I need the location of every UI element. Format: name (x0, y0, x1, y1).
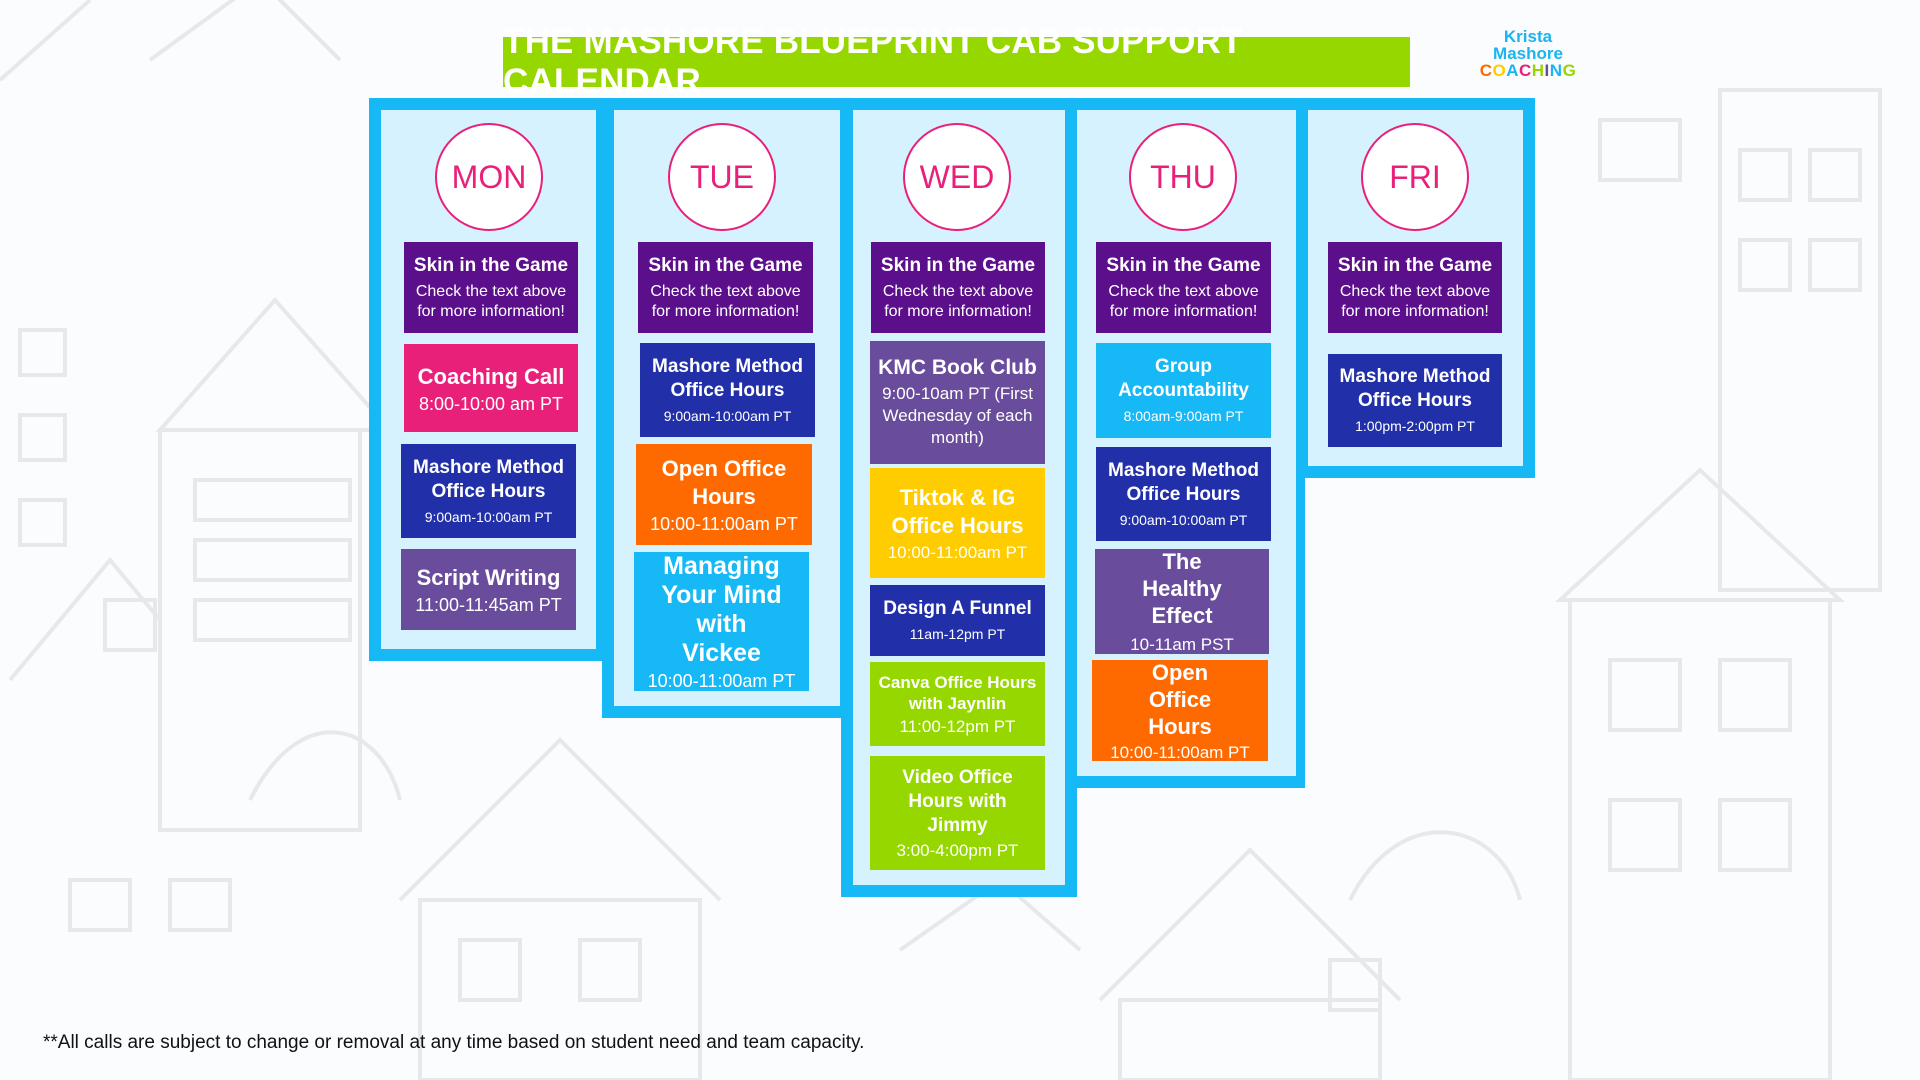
event-title: Skin in the Game (1337, 254, 1493, 276)
logo-letter: C (1518, 61, 1532, 80)
event-title: Script Writing (416, 565, 561, 590)
event-title: Video Office Hours with Jimmy (902, 766, 1013, 836)
event-time: 10-11am PST (1130, 635, 1234, 654)
event-card[interactable]: Mashore Method Office Hours 9:00am-10:00… (401, 444, 576, 538)
event-title: Open Office Hours (661, 456, 787, 509)
event-time: 10:00-11:00am PT (887, 542, 1028, 562)
event-title: Design A Funnel (883, 598, 1032, 619)
logo-letter: N (1549, 61, 1563, 80)
event-time: Check the text above for more informatio… (1108, 282, 1259, 320)
event-card[interactable]: Mashore Method Office Hours 9:00am-10:00… (1096, 447, 1271, 541)
event-card[interactable]: Skin in the Game Check the text above fo… (1096, 242, 1271, 333)
event-card[interactable]: Mashore Method Office Hours 1:00pm-2:00p… (1328, 354, 1502, 447)
event-time: 3:00-4:00pm PT (896, 840, 1019, 860)
event-title: Canva Office Hours with Jaynlin (878, 672, 1037, 713)
day-label-wed: WED (903, 123, 1011, 231)
event-title: Managing Your Mind with Vickee (661, 552, 782, 667)
logo-letter: H (1531, 61, 1545, 80)
event-title: Mashore Method Office Hours (413, 456, 564, 502)
event-title: KMC Book Club (878, 356, 1037, 379)
event-card[interactable]: Script Writing 11:00-11:45am PT (401, 549, 576, 630)
event-card[interactable]: Managing Your Mind with Vickee 10:00-11:… (634, 552, 809, 691)
calendar-title: THE MASHORE BLUEPRINT CAB SUPPORT CALEND… (503, 22, 1410, 101)
event-time: 8:00am-9:00am PT (1123, 408, 1244, 424)
event-card[interactable]: Design A Funnel 11am-12pm PT (870, 585, 1045, 656)
day-label-tue: TUE (668, 123, 776, 231)
event-card[interactable]: Open Office Hours 10:00-11:00am PT (636, 444, 812, 545)
event-card[interactable]: Skin in the Game Check the text above fo… (1328, 242, 1502, 333)
event-time: 9:00-10am PT (First Wednesday of each mo… (882, 384, 1033, 447)
event-card[interactable]: Mashore Method Office Hours 9:00am-10:00… (640, 343, 815, 437)
event-title: Coaching Call (417, 363, 565, 389)
event-title: Tiktok & IG Office Hours (891, 484, 1024, 538)
event-card[interactable]: Skin in the Game Check the text above fo… (871, 242, 1045, 333)
event-time: 11:00-11:45am PT (415, 595, 562, 615)
event-time: 9:00am-10:00am PT (424, 508, 553, 525)
logo-line-2: Mashore (1493, 44, 1563, 63)
day-label-thu: THU (1129, 123, 1237, 231)
event-card[interactable]: Canva Office Hours with Jaynlin 11:00-12… (870, 662, 1045, 746)
event-card[interactable]: Video Office Hours with Jimmy 3:00-4:00p… (870, 756, 1045, 870)
event-card[interactable]: The Healthy Effect 10-11am PST (1095, 549, 1269, 654)
logo-letter: G (1562, 61, 1577, 80)
event-card[interactable]: Skin in the Game Check the text above fo… (404, 242, 578, 333)
event-time: 11am-12pm PT (909, 626, 1006, 642)
event-card[interactable]: KMC Book Club 9:00-10am PT (First Wednes… (870, 341, 1045, 464)
event-card[interactable]: Skin in the Game Check the text above fo… (638, 242, 813, 333)
event-time: 10:00-11:00am PT (647, 671, 796, 691)
event-time: 11:00-12pm PT (899, 716, 1016, 736)
event-title: Skin in the Game (648, 254, 803, 276)
event-title: Open Office Hours (1148, 659, 1212, 739)
event-title: Group Accountability (1118, 356, 1249, 401)
event-card[interactable]: Open Office Hours 10:00-11:00am PT (1092, 659, 1268, 762)
logo-line-1: Krista (1503, 27, 1553, 46)
event-time: 10:00-11:00am PT (1110, 742, 1250, 762)
day-label-mon: MON (435, 123, 543, 231)
event-card[interactable]: Tiktok & IG Office Hours 10:00-11:00am P… (870, 468, 1045, 578)
event-time: 9:00am-10:00am PT (1119, 511, 1248, 528)
logo-line-3: COACHING (1468, 62, 1588, 79)
event-time: 10:00-11:00am PT (650, 514, 798, 534)
event-title: Skin in the Game (880, 254, 1036, 276)
logo-letter: I (1544, 61, 1550, 80)
event-time: Check the text above for more informatio… (882, 282, 1034, 320)
event-title: Mashore Method Office Hours (652, 355, 803, 401)
event-card[interactable]: Group Accountability 8:00am-9:00am PT (1096, 343, 1271, 438)
logo-letter: C (1479, 61, 1493, 80)
event-time: Check the text above for more informatio… (415, 282, 567, 320)
event-title: Mashore Method Office Hours (1108, 459, 1259, 505)
event-time: 1:00pm-2:00pm PT (1355, 418, 1475, 434)
disclaimer-note: **All calls are subject to change or rem… (43, 1032, 865, 1053)
krista-mashore-coaching-logo: Krista Mashore COACHING (1468, 28, 1588, 79)
event-card[interactable]: Coaching Call 8:00-10:00 am PT (404, 344, 578, 432)
event-time: Check the text above for more informatio… (1339, 282, 1491, 320)
event-title: Mashore Method Office Hours (1339, 366, 1491, 411)
event-title: The Healthy Effect (1142, 549, 1222, 628)
event-time: 9:00am-10:00am PT (663, 407, 792, 424)
event-title: Skin in the Game (1106, 254, 1261, 276)
event-time: 8:00-10:00 am PT (418, 393, 564, 414)
day-label-fri: FRI (1361, 123, 1469, 231)
logo-letter: O (1492, 61, 1507, 80)
event-time: Check the text above for more informatio… (650, 282, 801, 320)
event-title: Skin in the Game (413, 254, 569, 276)
logo-letter: A (1506, 61, 1519, 80)
